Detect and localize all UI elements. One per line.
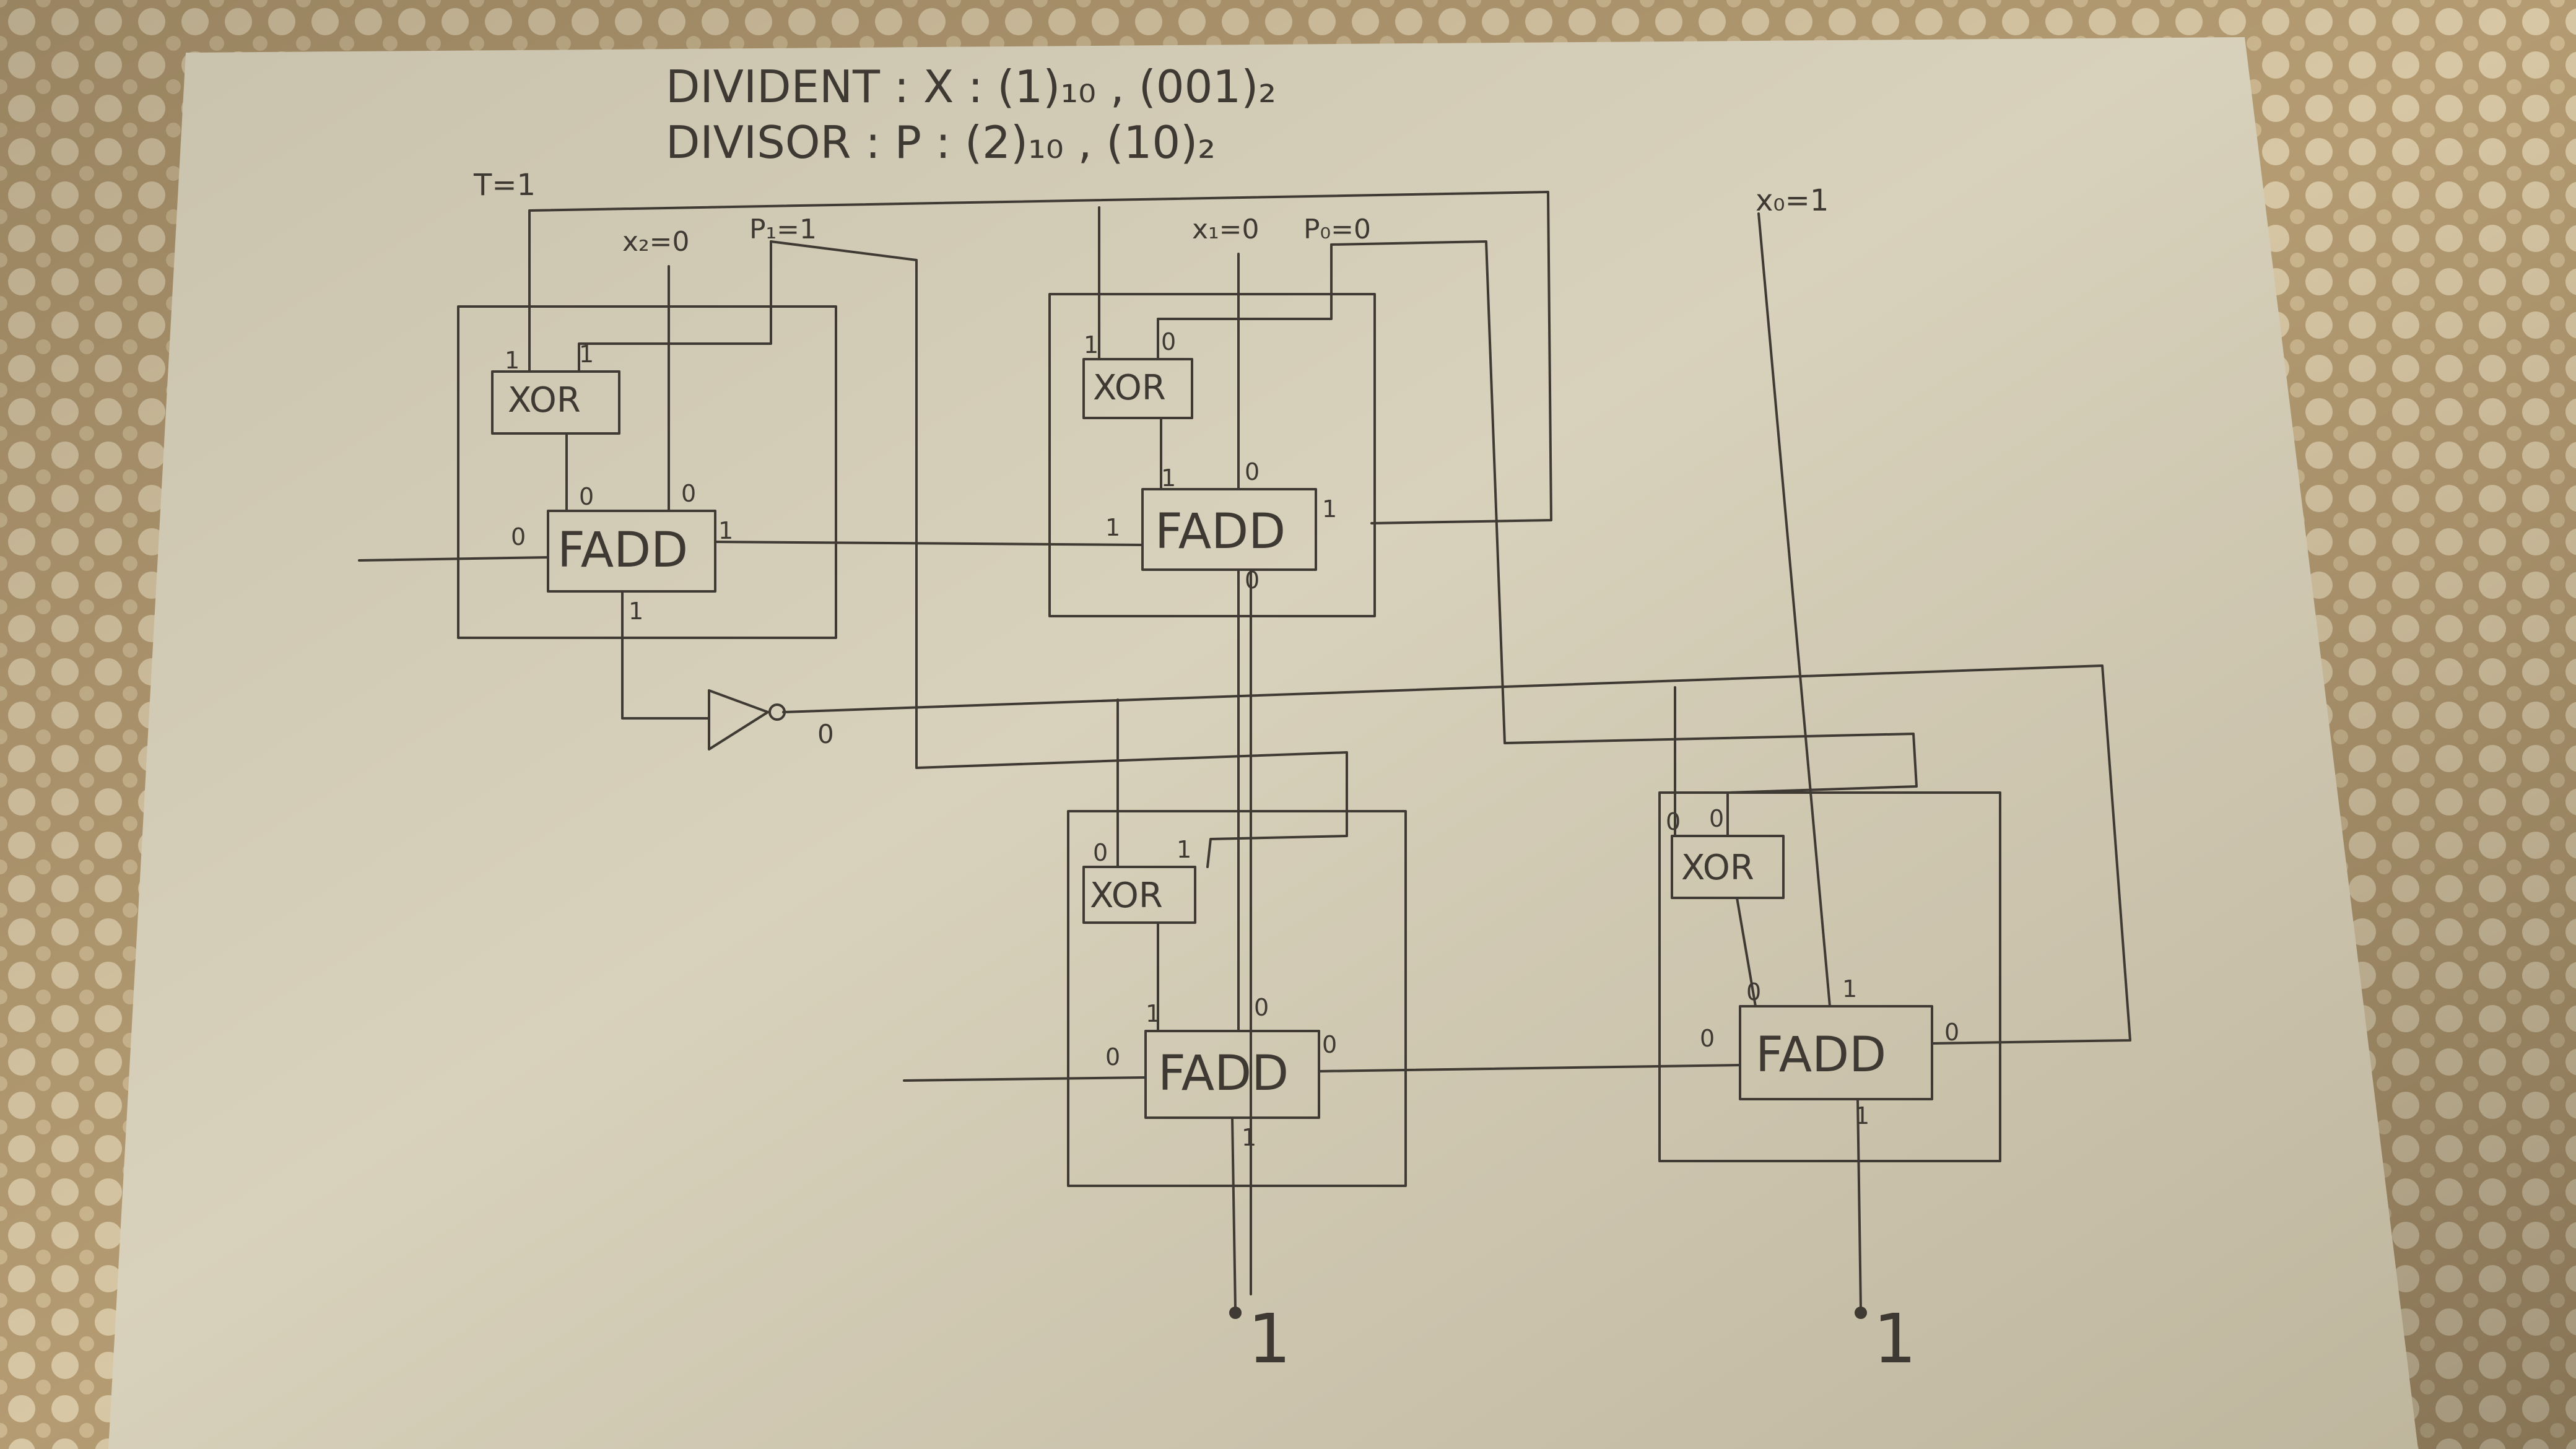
xor-label-bottom-right: XOR [1681,848,1754,888]
inverter-output-bit: 0 [817,719,834,749]
input-label-p0: P₀=0 [1303,214,1371,245]
cell-frame-bottom-left [1067,810,1407,1187]
bit-top-right-carry-out: 1 [1322,495,1337,523]
bit-bottom-right-fadd-a: 0 [1746,978,1761,1006]
bit-bottom-left-xor-b: 1 [1177,836,1191,863]
bit-top-right-fadd-a: 1 [1161,464,1176,492]
bit-bottom-right-fadd-b: 1 [1842,975,1857,1003]
bit-top-left-xor-a: 1 [505,347,520,374]
output-terminal-q0 [1855,1307,1867,1319]
bit-top-right-carry-in: 1 [1105,514,1120,541]
fadd-label-top-left: FADD [557,523,688,578]
inverter-bubble [768,703,786,721]
bit-bottom-left-fadd-b: 0 [1254,994,1269,1021]
output-value-q1: 1 [1248,1299,1291,1378]
bit-bottom-right-carry-out: 0 [1944,1019,1959,1046]
bit-top-right-fadd-b: 0 [1245,458,1260,485]
cell-frame-top-left [457,305,837,639]
input-label-x0: x₀=1 [1756,183,1829,218]
fadd-block-top-left [547,510,716,593]
bit-bottom-right-sum: 1 [1855,1102,1869,1129]
bit-bottom-right-xor-b: 0 [1709,805,1724,832]
xor-gate-top-right [1082,358,1193,419]
input-label-x2: x₂=0 [622,226,690,258]
bit-top-left-carry-in: 0 [511,523,526,550]
xor-gate-bottom-left [1082,866,1196,924]
bit-top-left-carry-out: 1 [718,517,733,544]
fadd-label-top-right: FADD [1155,504,1286,560]
xor-label-top-right: XOR [1093,368,1166,408]
input-label-t: T=1 [473,168,536,202]
bit-top-right-sum: 0 [1245,567,1260,594]
bit-top-right-xor-b: 0 [1161,328,1176,355]
xor-label-bottom-left: XOR [1090,876,1163,916]
inverter-gate [708,689,769,751]
bit-top-left-sum: 1 [629,598,643,625]
bit-bottom-left-sum: 1 [1242,1124,1256,1151]
dividend-line: DIVIDENT : X : (1)₁₀ , (001)₂ [666,61,1276,113]
input-label-p1: P₁=1 [749,214,817,245]
xor-gate-top-left [491,370,620,435]
bit-top-left-fadd-b: 0 [681,480,696,507]
fadd-block-bottom-right [1739,1005,1933,1100]
fadd-label-bottom-left: FADD [1158,1046,1289,1102]
bit-bottom-right-xor-a: 0 [1666,808,1681,835]
fadd-label-bottom-right: FADD [1756,1027,1886,1083]
bit-top-left-xor-b: 1 [579,341,594,368]
bit-bottom-left-carry-in: 0 [1105,1043,1120,1071]
bit-bottom-left-carry-out: 0 [1322,1031,1337,1058]
xor-label-top-left: XOR [508,380,581,420]
bit-top-left-fadd-a: 0 [579,483,594,510]
bit-top-right-xor-a: 1 [1084,331,1099,359]
cell-frame-bottom-right [1658,791,2001,1162]
divisor-line: DIVISOR : P : (2)₁₀ , (10)₂ [666,116,1216,168]
input-label-x1: x₁=0 [1192,214,1260,245]
output-terminal-q1 [1229,1307,1242,1319]
fadd-block-top-right [1141,488,1317,571]
bit-bottom-right-carry-in: 0 [1700,1025,1715,1052]
output-value-q0: 1 [1873,1299,1917,1378]
wires [358,191,2131,1311]
bit-bottom-left-xor-a: 0 [1093,839,1108,866]
cell-frame-top-right [1048,293,1376,617]
bit-bottom-left-fadd-a: 1 [1146,1000,1160,1027]
